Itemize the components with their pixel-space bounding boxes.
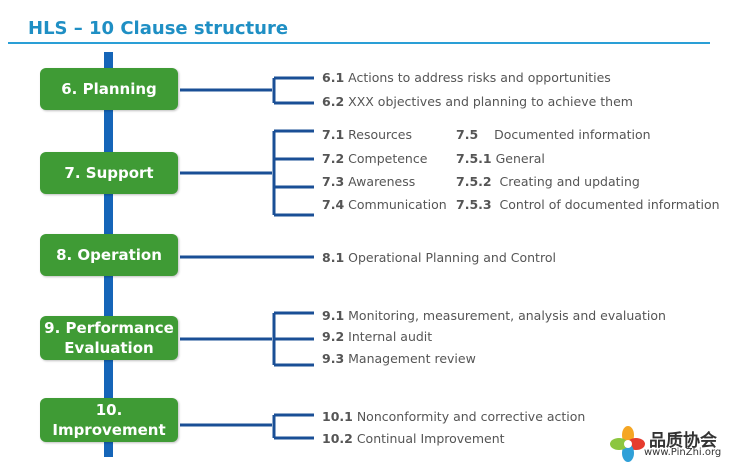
list-item: 10.1 Nonconformity and corrective action — [322, 409, 586, 424]
clause-label: 9. Performance Evaluation — [44, 319, 174, 357]
list-item: 7.3 Awareness — [322, 174, 416, 189]
clause-box-improvement: 10. Improvement — [40, 398, 178, 442]
flower-logo-icon — [610, 426, 645, 462]
clause-box-support: 7. Support — [40, 152, 178, 194]
title-divider — [8, 42, 710, 44]
clause-box-performance-evaluation: 9. Performance Evaluation — [40, 316, 178, 360]
clause-label: 6. Planning — [61, 80, 157, 98]
list-item: 7.4 Communication — [322, 197, 447, 212]
list-item: 6.2 XXX objectives and planning to achie… — [322, 94, 633, 109]
list-item: 9.1 Monitoring, measurement, analysis an… — [322, 308, 666, 323]
connector-support — [180, 129, 314, 217]
page-title: HLS – 10 Clause structure — [28, 18, 289, 39]
list-item: 9.3 Management review — [322, 351, 476, 366]
site-logo: 品质协会 www.PinZhi.org — [608, 424, 728, 464]
connector-performance — [180, 311, 314, 367]
list-item: 7.2 Competence — [322, 151, 428, 166]
clause-label: 8. Operation — [56, 246, 162, 264]
clause-box-operation: 8. Operation — [40, 234, 178, 276]
list-item: 8.1 Operational Planning and Control — [322, 250, 556, 265]
list-item: 7.1 Resources — [322, 127, 412, 142]
logo-url: www.PinZhi.org — [644, 447, 722, 458]
clause-label: 7. Support — [64, 164, 154, 182]
sub-list-item: 7.5.3 Control of documented information — [456, 197, 720, 212]
list-item: 10.2 Continual Improvement — [322, 431, 505, 446]
list-item: 6.1 Actions to address risks and opportu… — [322, 70, 611, 85]
clause-box-planning: 6. Planning — [40, 68, 178, 110]
connector-planning — [180, 76, 314, 105]
sub-list-item: 7.5.2 Creating and updating — [456, 174, 640, 189]
list-item: 9.2 Internal audit — [322, 329, 433, 344]
sub-list-item: 7.5 Documented information — [456, 127, 651, 142]
logo-name: 品质协会 — [649, 431, 717, 451]
clause-label: 10. Improvement — [52, 401, 166, 439]
connector-improvement — [180, 413, 314, 440]
sub-list-item: 7.5.1 General — [456, 151, 545, 166]
